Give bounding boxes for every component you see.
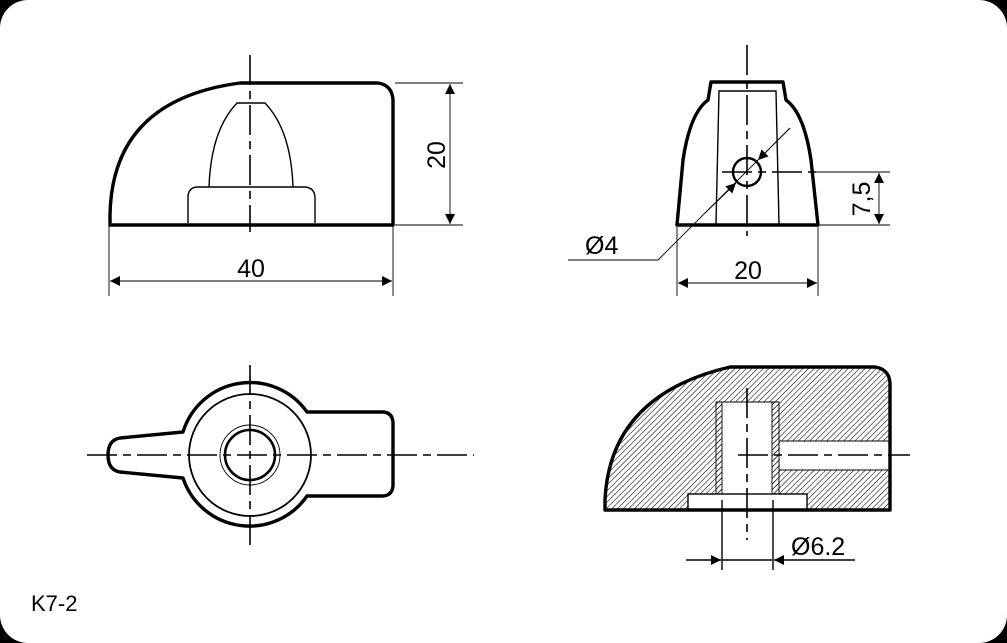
part-code-label: K7-2 <box>31 591 78 616</box>
front-view-collar <box>187 186 316 223</box>
dim-width-40: 40 <box>237 255 265 283</box>
dim-bore-diameter-6-2: Ø6.2 <box>791 533 845 561</box>
dim-height-20: 20 <box>423 141 451 169</box>
top-view <box>87 365 474 548</box>
section-view-outline <box>603 365 892 512</box>
side-view-outline <box>675 80 820 227</box>
front-view-boss <box>208 102 294 188</box>
dim-hole-diameter-4: Ø4 <box>585 232 618 260</box>
front-view: 40 20 <box>108 55 463 296</box>
top-view-outline <box>106 380 395 528</box>
side-view-slot <box>715 90 780 225</box>
side-view: Ø4 20 7,5 <box>568 45 890 296</box>
dim-side-width-20: 20 <box>734 257 762 285</box>
front-view-outline <box>108 81 395 227</box>
dim-hole-height-7-5: 7,5 <box>848 182 876 217</box>
section-view: Ø6.2 <box>603 365 910 570</box>
